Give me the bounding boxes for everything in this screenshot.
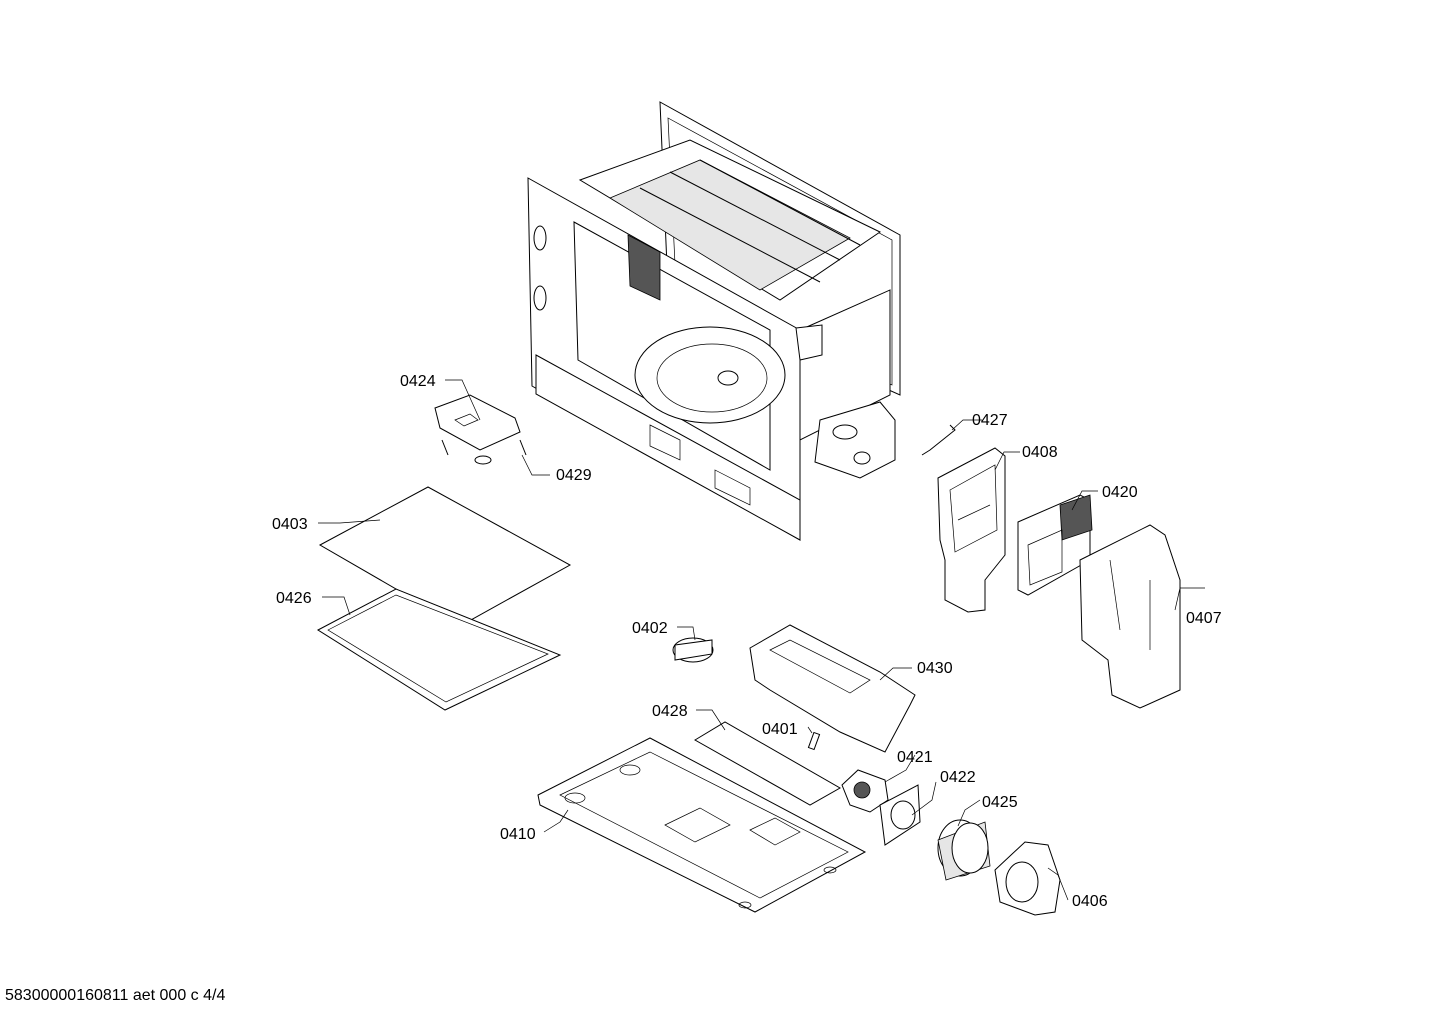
document-code: 58300000160811 aet 000 c 4/4 [5,987,225,1004]
label-0402: 0402 [632,620,668,637]
part-0407-cover [1079,524,1181,709]
part-0424-bracket [434,394,527,465]
part-0403-glass-plate [318,486,572,627]
part-0425-fan-wheel [937,819,991,881]
part-0408-electronics-frame [937,447,1006,613]
oven-cavity-housing [527,101,901,541]
part-0406-fan-housing [994,841,1061,916]
part-0422-fan-bracket [879,784,921,846]
part-labels: 0424 0429 0403 0426 0427 0408 0420 0407 … [272,373,1222,910]
part-0401-pin [807,731,821,751]
label-0426: 0426 [276,590,312,607]
label-0429: 0429 [556,467,592,484]
leader-lines [318,379,1205,901]
part-0430-air-duct [749,624,916,753]
label-0430: 0430 [917,660,953,677]
label-0427: 0427 [972,412,1008,429]
label-0401: 0401 [762,721,798,738]
label-0406: 0406 [1072,893,1108,910]
label-0425: 0425 [982,794,1018,811]
part-0426-seal-frame [316,588,562,711]
label-0421: 0421 [897,749,933,766]
label-0420: 0420 [1102,484,1138,501]
label-0407: 0407 [1186,610,1222,627]
label-0424: 0424 [400,373,436,390]
part-0402-thermostat [672,637,714,663]
part-0427-clip [921,424,956,456]
part-0410-base-plate [537,737,867,913]
label-0410: 0410 [500,826,536,843]
part-0428-cover-plate [694,721,842,806]
part-0421-motor [841,769,889,813]
label-0403: 0403 [272,516,308,533]
label-0422: 0422 [940,769,976,786]
part-0420-electronic-module [1017,494,1093,596]
label-0408: 0408 [1022,444,1058,461]
label-0428: 0428 [652,703,688,720]
